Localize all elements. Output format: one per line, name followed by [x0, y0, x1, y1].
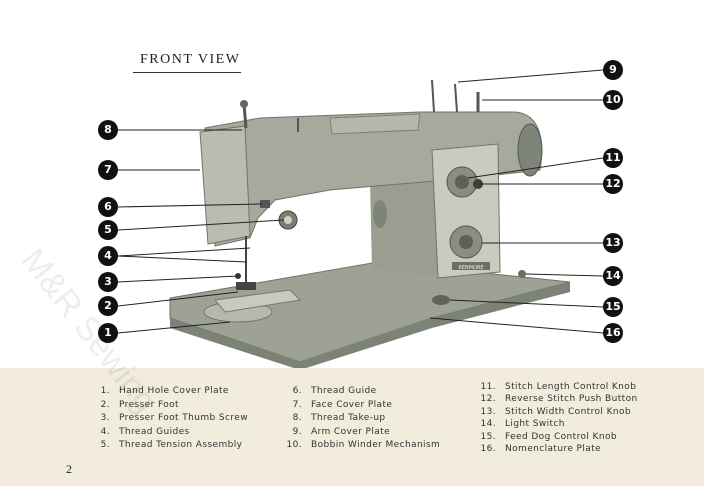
legend-number: 11.	[480, 382, 496, 392]
legend-item: 7. Face Cover Plate	[286, 400, 440, 414]
legend-number: 7.	[292, 399, 302, 410]
legend-number: 8.	[292, 413, 302, 423]
callout-4: 4	[98, 246, 118, 266]
legend-label: Nomenclature Plate	[505, 443, 602, 454]
callout-6: 6	[98, 197, 118, 217]
callout-8: 8	[98, 120, 118, 140]
machine-pillar	[370, 170, 440, 275]
pillar-knob	[373, 200, 387, 228]
legend-item: 1. Hand Hole Cover Plate	[98, 386, 248, 400]
legend-item: 2. Presser Foot	[98, 400, 248, 414]
legend-number: 15.	[480, 431, 496, 442]
hand-wheel	[517, 123, 543, 177]
legend-number: 16.	[480, 443, 496, 454]
callout-14: 14	[603, 266, 623, 286]
legend-item: 14. Light Switch	[478, 419, 638, 431]
legend-label: Arm Cover Plate	[311, 426, 391, 437]
legend-label: Presser Foot Thumb Screw	[119, 413, 248, 423]
legend-column-3: 11. Stitch Length Control Knob 12. Reverse…	[478, 382, 638, 456]
legend-item: 15. Feed Dog Control Knob	[478, 432, 638, 444]
spool-pin-right	[454, 83, 458, 113]
legend-label: Thread Take-up	[311, 413, 386, 423]
sewing-machine-illustration: KENMORE	[117, 69, 604, 368]
legend-number: 10.	[286, 440, 302, 450]
feed-dog-control-knob	[432, 295, 450, 305]
presser-foot	[236, 282, 256, 290]
legend-label: Hand Hole Cover Plate	[119, 386, 229, 396]
legend-item: 4. Thread Guides	[98, 427, 248, 441]
leader-lines	[117, 69, 604, 334]
legend-number: 9.	[292, 426, 302, 437]
legend-column-2: 6. Thread Guide 7. Face Cover Plate 8. Thre…	[286, 386, 440, 454]
legend-label: Thread Tension Assembly	[119, 440, 243, 450]
callout-1: 1	[98, 323, 118, 343]
arm-cover-plate	[329, 113, 421, 135]
legend-number: 3.	[100, 413, 110, 423]
reverse-stitch-button	[473, 179, 483, 189]
legend-label: Feed Dog Control Knob	[505, 431, 617, 442]
take-up-top	[240, 100, 248, 108]
legend-label: Presser Foot	[119, 399, 179, 410]
legend-label: Stitch Length Control Knob	[505, 382, 637, 392]
nameplate-text: KENMORE	[458, 265, 483, 271]
legend-number: 6.	[292, 386, 302, 396]
legend-label: Thread Guide	[311, 386, 377, 396]
legend-number: 5.	[100, 440, 110, 450]
legend-number: 1.	[100, 386, 110, 396]
legend-number: 13.	[480, 406, 496, 417]
legend-item: 9. Arm Cover Plate	[286, 427, 440, 441]
callout-5: 5	[98, 220, 118, 240]
title-underline	[133, 72, 241, 73]
legend-number: 12.	[480, 394, 496, 405]
callout-15: 15	[603, 297, 623, 317]
callout-2: 2	[98, 296, 118, 316]
legend-number: 14.	[480, 419, 496, 430]
tension-dial	[284, 216, 292, 224]
stitch-length-knob-center	[455, 175, 469, 189]
legend-item: 11. Stitch Length Control Knob	[478, 382, 638, 394]
face-cover-plate	[199, 125, 251, 245]
legend-column-1: 1. Hand Hole Cover Plate 2. Presser Foot 3…	[98, 386, 248, 454]
callout-9: 9	[603, 60, 623, 80]
callout-13: 13	[603, 233, 623, 253]
thread-guide-6	[260, 200, 270, 208]
spool-pin-left	[431, 79, 435, 113]
legend-band	[0, 368, 704, 486]
light-switch	[518, 270, 526, 278]
legend-label: Light Switch	[505, 419, 565, 430]
callout-16: 16	[603, 323, 623, 343]
legend-label: Thread Guides	[119, 426, 190, 437]
legend-item: 5. Thread Tension Assembly	[98, 440, 248, 454]
callout-12: 12	[603, 174, 623, 194]
stitch-width-knob-center	[459, 235, 473, 249]
legend-item: 6. Thread Guide	[286, 386, 440, 400]
legend-label: Bobbin Winder Mechanism	[311, 440, 441, 450]
legend-item: 12. Reverse Stitch Push Button	[478, 394, 638, 406]
legend-label: Reverse Stitch Push Button	[505, 394, 638, 405]
page-number: 2	[66, 462, 72, 476]
callout-11: 11	[603, 148, 623, 168]
needle-plate	[214, 289, 302, 313]
nomenclature-plate	[452, 262, 490, 270]
legend-number: 2.	[100, 399, 110, 410]
legend-label: Stitch Width Control Knob	[505, 406, 632, 417]
legend-label: Face Cover Plate	[311, 399, 393, 410]
callout-10: 10	[603, 90, 623, 110]
callout-7: 7	[98, 160, 118, 180]
legend-item: 16. Nomenclature Plate	[478, 444, 638, 456]
page-title: FRONT VIEW	[140, 52, 241, 67]
legend-item: 13. Stitch Width Control Knob	[478, 407, 638, 419]
legend-number: 4.	[100, 426, 110, 437]
legend-item: 10. Bobbin Winder Mechanism	[286, 440, 440, 454]
thread-take-up	[242, 103, 248, 129]
legend-item: 3. Presser Foot Thumb Screw	[98, 413, 248, 427]
legend-item: 8. Thread Take-up	[286, 413, 440, 427]
callout-3: 3	[98, 272, 118, 292]
